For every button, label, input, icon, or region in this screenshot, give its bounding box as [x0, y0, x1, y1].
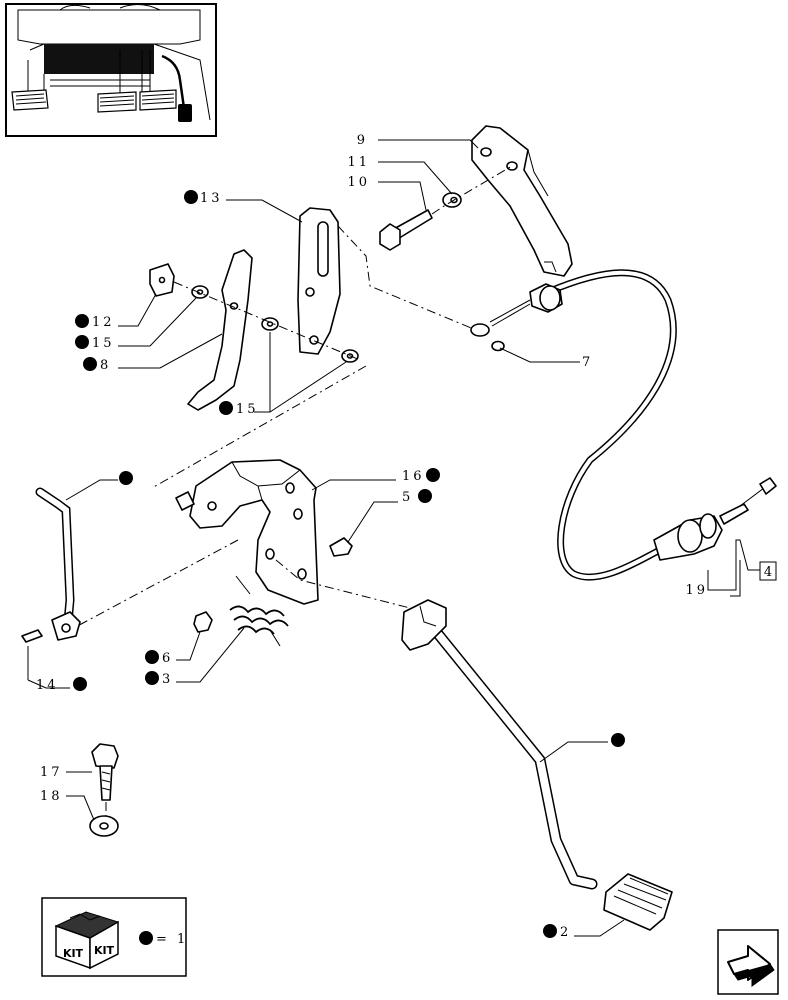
nut-6: [193, 611, 213, 633]
kit-legend: KIT KIT = 1: [41, 897, 188, 977]
callout-7: 7: [582, 355, 593, 370]
callout-11: 11: [347, 155, 370, 170]
plate-13: [297, 207, 341, 355]
callout-2: 2: [560, 925, 571, 940]
callout-13: 13: [200, 191, 223, 206]
pedal-pad-2: [603, 873, 673, 931]
rod-left: [21, 487, 81, 643]
callout-3: 3: [162, 672, 173, 687]
callout-19: 19: [685, 583, 708, 598]
spring-3: [229, 575, 289, 647]
block-12: [149, 263, 175, 297]
washer-11: [442, 192, 462, 208]
callout-9: 9: [357, 133, 368, 148]
callout-16: 16: [402, 469, 425, 484]
callout-15b: 15: [236, 402, 259, 417]
bracket-9: [471, 125, 573, 277]
callout-14: 14: [36, 678, 59, 693]
bracket-8: [187, 249, 253, 411]
callout-5: 5: [402, 490, 413, 505]
clutch-cable: [470, 269, 777, 581]
kit-box-icon: KIT KIT: [54, 911, 120, 970]
pedal-arm: [401, 599, 598, 890]
leader-lines: [27, 139, 760, 937]
callout-10: 10: [347, 175, 370, 190]
callout-18: 18: [40, 789, 63, 804]
callout-dots: [73, 190, 625, 938]
kit-label-right: KIT: [94, 944, 115, 957]
callout-6: 6: [162, 651, 173, 666]
kit-label-left: KIT: [63, 947, 84, 960]
next-page-arrow-button[interactable]: [717, 929, 779, 995]
callout-8: 8: [100, 358, 111, 373]
callout-4: 4: [764, 565, 772, 580]
callout-15a: 15: [92, 336, 115, 351]
kit-legend-text: = 1: [156, 932, 188, 947]
callout-4-box: [759, 561, 777, 581]
callout-17: 17: [40, 765, 63, 780]
bolt-10: [379, 209, 433, 251]
washer-15a: [191, 285, 209, 299]
bolt-17: [91, 743, 119, 818]
pedal-bracket-16: [175, 459, 319, 605]
locator-thumbnail: [5, 3, 217, 137]
pin-5: [329, 537, 353, 557]
washer-18: [89, 815, 119, 837]
callout-12: 12: [92, 315, 115, 330]
